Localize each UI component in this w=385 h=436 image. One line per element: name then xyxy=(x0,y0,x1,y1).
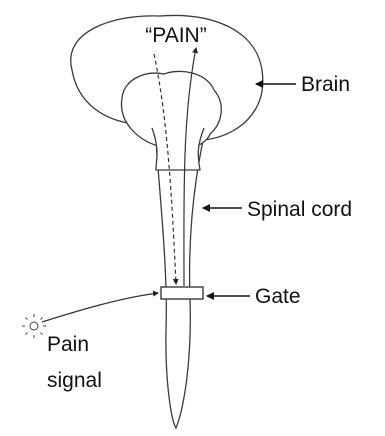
pain-signal-label-line1: Pain xyxy=(47,333,89,356)
spinal-cord-shape xyxy=(156,140,203,428)
sun-burst-icon xyxy=(22,314,46,338)
pain-quote-label: “PAIN” xyxy=(145,24,206,47)
spinal-cord-label: Spinal cord xyxy=(247,198,352,221)
gate-box xyxy=(161,287,203,299)
brain-label: Brain xyxy=(301,73,350,96)
pain-signal-curve xyxy=(42,293,158,322)
brainstem-shape xyxy=(152,128,204,170)
pain-signal-label-line2: signal xyxy=(47,369,102,392)
gate-label: Gate xyxy=(255,285,301,308)
